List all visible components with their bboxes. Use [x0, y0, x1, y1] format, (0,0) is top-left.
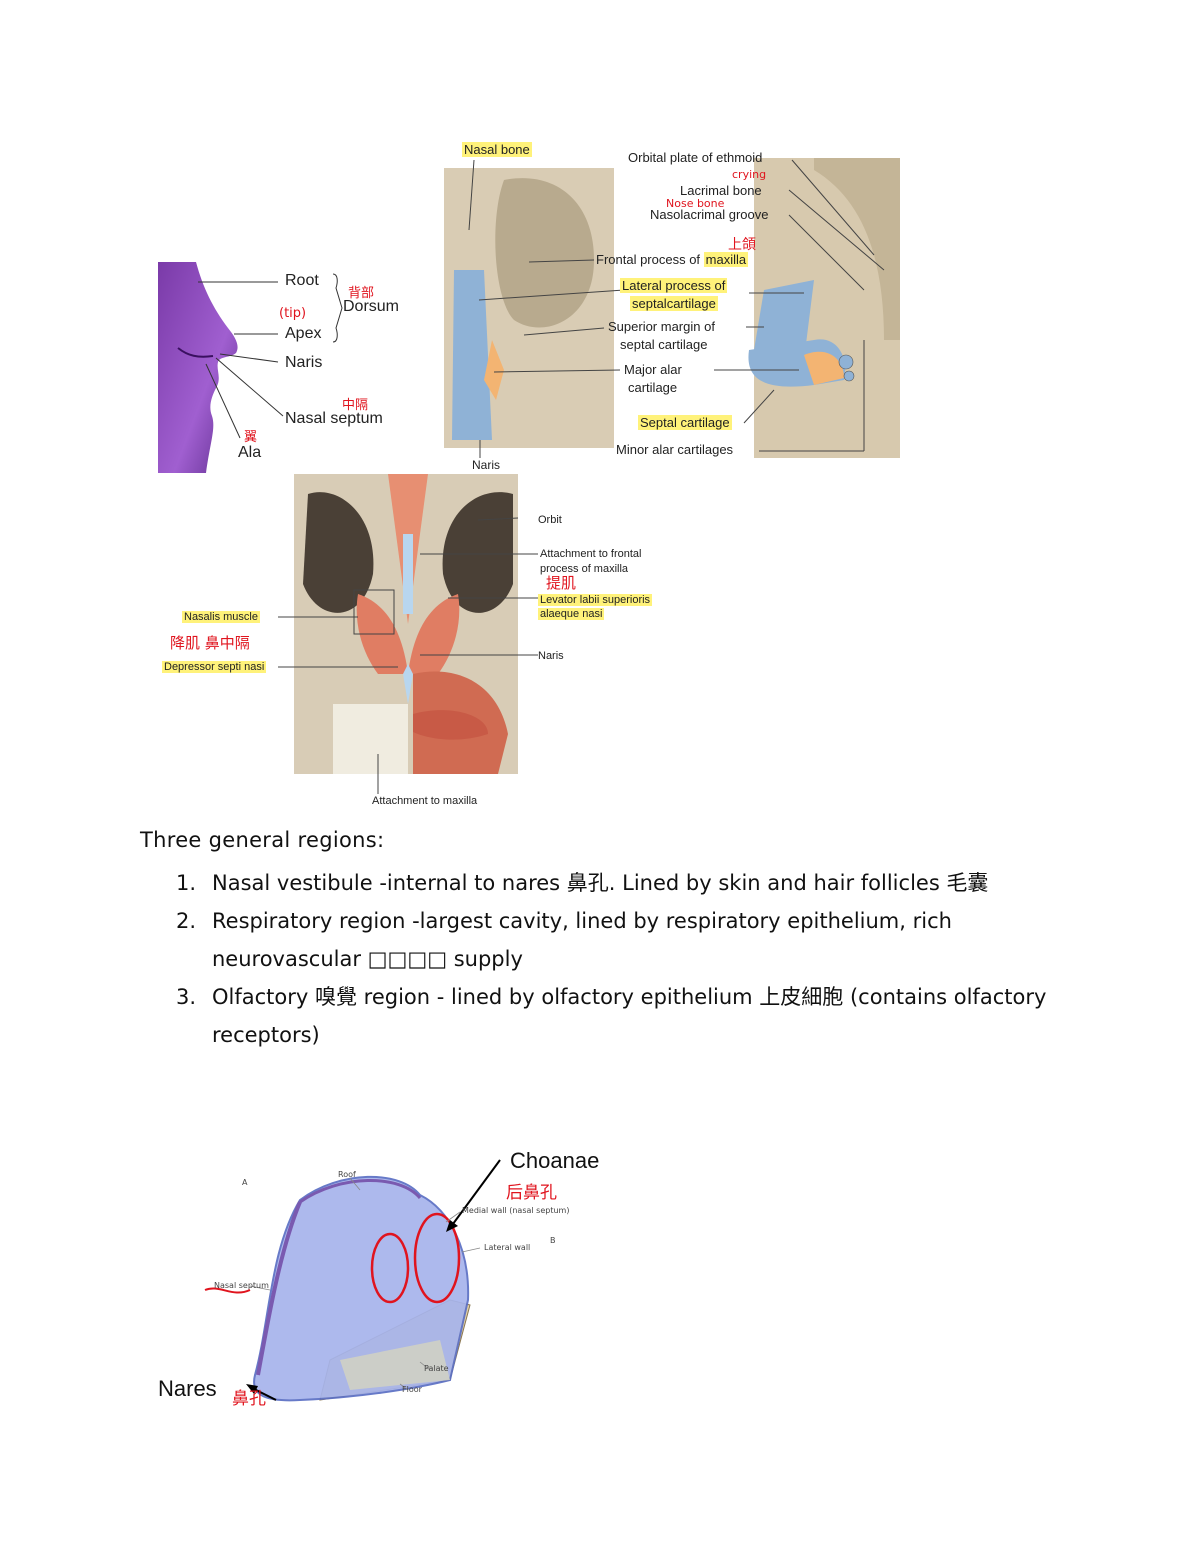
- label-lateral-wall: Lateral wall: [484, 1243, 531, 1252]
- label-major-alar-b: cartilage: [628, 380, 678, 395]
- label-septal-cartilage: Septal cartilage: [638, 415, 732, 430]
- label-apex: Apex: [285, 325, 322, 342]
- label-superior-margin-a: Superior margin of: [608, 319, 715, 334]
- label-frontal-process-a: Frontal process of: [596, 252, 701, 267]
- annotation-maxilla-zh: 上頜: [728, 237, 756, 253]
- nasal-cavity-figure: A B Roof Medial wall (nasal septum) Late…: [150, 1140, 630, 1420]
- list-item-text: Olfactory 嗅覺 region - lined by olfactory…: [212, 985, 1047, 1047]
- annotation-dorsum-zh: 背部: [348, 286, 375, 301]
- label-nasal-septum-cavity: Nasal septum: [214, 1281, 269, 1290]
- label-naris-skull: Naris: [472, 458, 501, 472]
- label-attachment-maxilla: Attachment to maxilla: [372, 795, 478, 807]
- label-depressor: Depressor septi nasi: [162, 661, 267, 673]
- callout-choanae-zh: 后鼻孔: [506, 1183, 557, 1203]
- regions-list: 1. Nasal vestibule -internal to nares 鼻孔…: [170, 864, 1070, 1054]
- label-medial-wall: Medial wall (nasal septum): [462, 1206, 570, 1215]
- face-profile-figure: Root Dorsum Apex Naris Nasal septum Ala …: [158, 258, 418, 473]
- list-item: 1. Nasal vestibule -internal to nares 鼻孔…: [170, 864, 1070, 902]
- annotation-levator-zh: 提肌: [546, 574, 577, 592]
- nasal-skeleton-image: [444, 158, 900, 458]
- label-nasal-septum: Nasal septum: [285, 410, 383, 427]
- list-item: 3. Olfactory 嗅覺 region - lined by olfact…: [170, 978, 1070, 1054]
- nasal-muscles-figure: Orbit Attachment to frontal process of m…: [158, 474, 668, 814]
- face-profile-image: [158, 262, 343, 473]
- nasal-muscles-image: [278, 474, 538, 794]
- annotation-tip: (tip): [279, 306, 307, 321]
- label-nasolacrimal-groove: Nasolacrimal groove: [650, 207, 769, 222]
- label-ala: Ala: [238, 444, 262, 461]
- callout-nares-zh: 鼻孔: [232, 1389, 266, 1409]
- annotation-crying: crying: [732, 168, 767, 181]
- list-item-number: 3.: [176, 985, 197, 1009]
- annotation-depressor-zh: 降肌 鼻中隔: [170, 634, 250, 652]
- nasal-cavity-image: [204, 1159, 501, 1402]
- label-superior-margin-b: septal cartilage: [620, 337, 708, 352]
- label-dorsum: Dorsum: [343, 298, 400, 315]
- label-levator-b: alaeque nasi: [538, 608, 605, 620]
- label-attachment-frontal-b: process of maxilla: [540, 563, 629, 575]
- label-frontal-process-b: maxilla: [703, 252, 749, 267]
- label-minor-alar: Minor alar cartilages: [616, 442, 734, 457]
- label-nasal-bone: Nasal bone: [462, 142, 532, 157]
- annotation-ala-zh: 翼: [244, 430, 258, 445]
- label-root: Root: [285, 272, 319, 289]
- label-palate: Palate: [424, 1364, 449, 1373]
- list-item-text: Nasal vestibule -internal to nares 鼻孔. L…: [212, 871, 989, 895]
- label-attachment-frontal-a: Attachment to frontal: [540, 548, 642, 560]
- label-lateral-process: Lateral process of: [620, 278, 728, 293]
- label-nasalis: Nasalis muscle: [182, 611, 260, 623]
- label-lateral-process-b: septalcartilage: [630, 296, 718, 311]
- label-panel-a: A: [242, 1178, 248, 1187]
- list-item-number: 1.: [176, 871, 197, 895]
- label-roof: Roof: [338, 1170, 356, 1179]
- list-item-number: 2.: [176, 909, 197, 933]
- list-item-text: Respiratory region -largest cavity, line…: [212, 909, 952, 971]
- label-orbital-plate: Orbital plate of ethmoid: [628, 150, 763, 165]
- label-panel-b: B: [550, 1236, 556, 1245]
- label-major-alar-a: Major alar: [624, 362, 682, 377]
- annotation-nose-bone: Nose bone: [666, 197, 725, 210]
- label-frontal-process: Frontal process of maxilla: [596, 252, 749, 267]
- label-lacrimal-bone: Lacrimal bone: [680, 183, 762, 198]
- label-naris-muscle: Naris: [538, 650, 564, 662]
- nasal-skeleton-figure: Nasal bone Orbital plate of ethmoid cryi…: [444, 140, 904, 472]
- label-levator-a: Levator labii superioris: [538, 594, 653, 606]
- regions-heading: Three general regions:: [140, 828, 385, 852]
- callout-nares: Nares: [158, 1376, 217, 1401]
- label-orbit: Orbit: [538, 514, 562, 526]
- label-floor: Floor: [402, 1385, 422, 1394]
- callout-choanae: Choanae: [510, 1148, 600, 1173]
- annotation-septum-zh: 中隔: [342, 398, 369, 413]
- label-lateral-process-a: Lateral process of: [620, 278, 728, 293]
- list-item: 2. Respiratory region -largest cavity, l…: [170, 902, 1070, 978]
- label-naris: Naris: [285, 354, 323, 371]
